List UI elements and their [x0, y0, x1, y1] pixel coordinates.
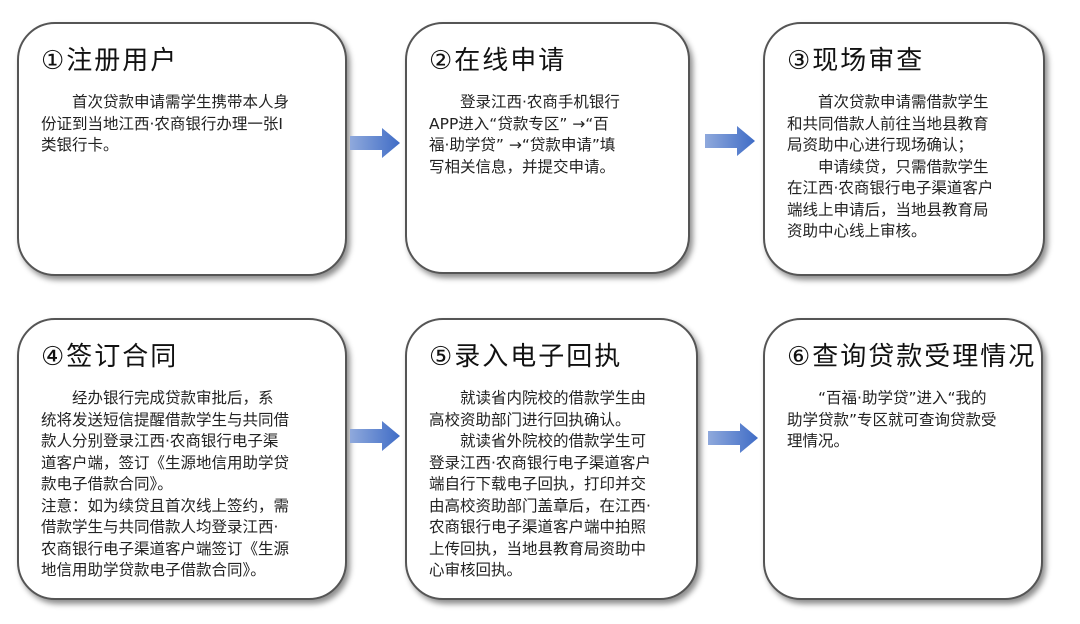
- description-line: 类银行卡。: [41, 136, 119, 154]
- step-title: ⑤录入电子回执: [429, 342, 623, 372]
- step-box-3: ③现场审查 首次贷款申请需借款学生和共同借款人前往当地县教育局资助中心进行现场确…: [763, 22, 1045, 276]
- step-box-2: ②在线申请 登录江西·农商手机银行 APP进入“贷款专区” →“百福·助学贷” →…: [405, 22, 690, 274]
- description-line: 由高校资助部门盖章后，在江西·: [429, 496, 651, 515]
- description-line: 端线上申请后，当地县教育局: [787, 200, 989, 219]
- description-line: 经办银行完成贷款审批后，系: [41, 389, 274, 407]
- description-line: 写相关信息，并提交申请。: [429, 157, 616, 176]
- description-line: 农商银行电子渠道客户端签订《生源: [41, 539, 290, 558]
- description-line: 登录江西·农商银行电子渠道客户: [429, 453, 651, 472]
- description-line: 端自行下载电子回执，打印并交: [429, 475, 647, 493]
- step-title: ⑥查询贷款受理情况: [787, 342, 1037, 372]
- description-line: 在江西·农商银行电子渠道客户: [787, 179, 994, 197]
- description-line: 资助中心线上审核。: [787, 222, 927, 240]
- step-description: “百福·助学贷”进入“我的助学贷款”专区就可查询贷款受理情况。: [787, 388, 997, 453]
- arrow-right-icon: [705, 126, 755, 156]
- description-line: 款人分别登录江西·农商银行电子渠: [41, 432, 279, 450]
- step-description: 登录江西·农商手机银行 APP进入“贷款专区” →“百福·助学贷” →“贷款申请”…: [429, 92, 620, 178]
- description-line: 统将发送短信提醒借款学生与共同借: [41, 410, 290, 429]
- description-line: 款电子借款合同》。: [41, 475, 173, 493]
- description-line: 理情况。: [787, 432, 850, 450]
- arrow-right-icon: [350, 128, 400, 158]
- step-box-1: ①注册用户 首次贷款申请需学生携带本人身份证到当地江西·农商银行办理一张I 类银行…: [17, 22, 347, 276]
- description-line: 高校资助部门进行回执确认。: [429, 410, 631, 429]
- description-line: 登录江西·农商手机银行: [429, 93, 620, 111]
- step-description: 就读省内院校的借款学生由高校资助部门进行回执确认。 就读省外院校的借款学生可登录…: [429, 388, 651, 582]
- description-line: 上传回执，当地县教育局资助中: [429, 539, 647, 558]
- description-line: 和共同借款人前往当地县教育: [787, 114, 989, 133]
- step-description: 首次贷款申请需学生携带本人身份证到当地江西·农商银行办理一张I 类银行卡。: [41, 92, 289, 157]
- description-line: 就读省内院校的借款学生由: [429, 389, 647, 407]
- description-line: 份证到当地江西·农商银行办理一张I: [41, 114, 283, 133]
- description-line: 注意：如为续贷且首次线上签约，需: [41, 496, 290, 515]
- arrow-right-icon: [708, 423, 758, 453]
- step-box-6: ⑥查询贷款受理情况 “百福·助学贷”进入“我的助学贷款”专区就可查询贷款受理情况…: [763, 318, 1043, 600]
- description-line: APP进入“贷款专区” →“百: [429, 114, 609, 133]
- description-line: 助学贷款”专区就可查询贷款受: [787, 410, 997, 429]
- step-description: 经办银行完成贷款审批后，系统将发送短信提醒借款学生与共同借款人分别登录江西·农商…: [41, 388, 289, 582]
- step-box-4: ④签订合同 经办银行完成贷款审批后，系统将发送短信提醒借款学生与共同借款人分别登…: [17, 318, 347, 600]
- step-title: ③现场审查: [787, 46, 925, 76]
- description-line: 申请续贷，只需借款学生: [787, 157, 989, 176]
- description-line: 局资助中心进行现场确认；: [787, 136, 974, 154]
- step-title: ②在线申请: [429, 46, 567, 76]
- description-line: “百福·助学贷”进入“我的: [787, 389, 987, 407]
- description-line: 福·助学贷” →“贷款申请”填: [429, 136, 616, 154]
- step-title: ④签订合同: [41, 342, 179, 372]
- step-title: ①注册用户: [41, 46, 179, 76]
- description-line: 地信用助学贷款电子借款合同》。: [41, 561, 266, 579]
- description-line: 道客户端，签订《生源地信用助学贷: [41, 453, 290, 472]
- description-line: 首次贷款申请需借款学生: [787, 93, 989, 111]
- description-line: 就读省外院校的借款学生可: [429, 432, 647, 450]
- step-box-5: ⑤录入电子回执 就读省内院校的借款学生由高校资助部门进行回执确认。 就读省外院校…: [405, 318, 698, 600]
- arrow-right-icon: [350, 421, 400, 451]
- step-description: 首次贷款申请需借款学生和共同借款人前往当地县教育局资助中心进行现场确认； 申请续…: [787, 92, 993, 243]
- description-line: 心审核回执。: [429, 561, 523, 579]
- description-line: 首次贷款申请需学生携带本人身: [41, 93, 290, 111]
- description-line: 农商银行电子渠道客户端中拍照: [429, 518, 647, 536]
- description-line: 借款学生与共同借款人均登录江西·: [41, 518, 279, 536]
